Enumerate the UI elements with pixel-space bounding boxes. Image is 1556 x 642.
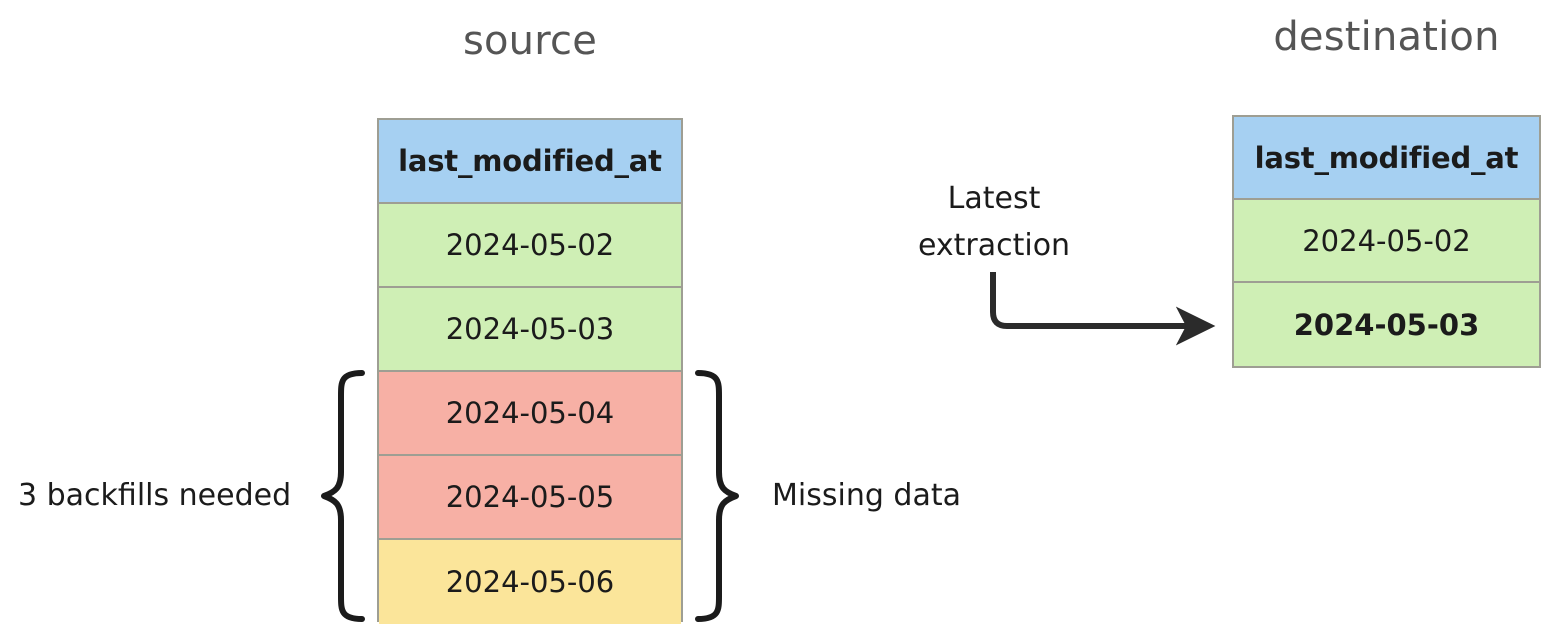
latest-extraction-label: Latest extraction <box>905 176 1083 269</box>
source-row-4: 2024-05-06 <box>379 540 681 624</box>
latest-extraction-label-line1: Latest <box>947 181 1041 216</box>
destination-table: last_modified_at 2024-05-02 2024-05-03 <box>1232 115 1541 368</box>
latest-extraction-arrow <box>990 272 1216 346</box>
left-curly-brace <box>321 370 365 622</box>
missing-data-label: Missing data <box>772 478 961 513</box>
destination-column-header: last_modified_at <box>1234 117 1539 200</box>
backfills-needed-label: 3 backfills needed <box>18 478 292 513</box>
destination-title: destination <box>1273 14 1500 60</box>
source-column-header: last_modified_at <box>379 120 681 204</box>
source-row-0: 2024-05-02 <box>379 204 681 288</box>
latest-extraction-label-line2: extraction <box>917 227 1071 263</box>
source-title: source <box>462 18 598 64</box>
destination-row-0: 2024-05-02 <box>1234 200 1539 283</box>
source-row-2: 2024-05-04 <box>379 372 681 456</box>
right-curly-brace <box>695 370 739 622</box>
destination-row-1: 2024-05-03 <box>1234 283 1539 366</box>
source-table: last_modified_at 2024-05-02 2024-05-03 2… <box>377 118 683 624</box>
source-row-3: 2024-05-05 <box>379 456 681 540</box>
source-row-1: 2024-05-03 <box>379 288 681 372</box>
